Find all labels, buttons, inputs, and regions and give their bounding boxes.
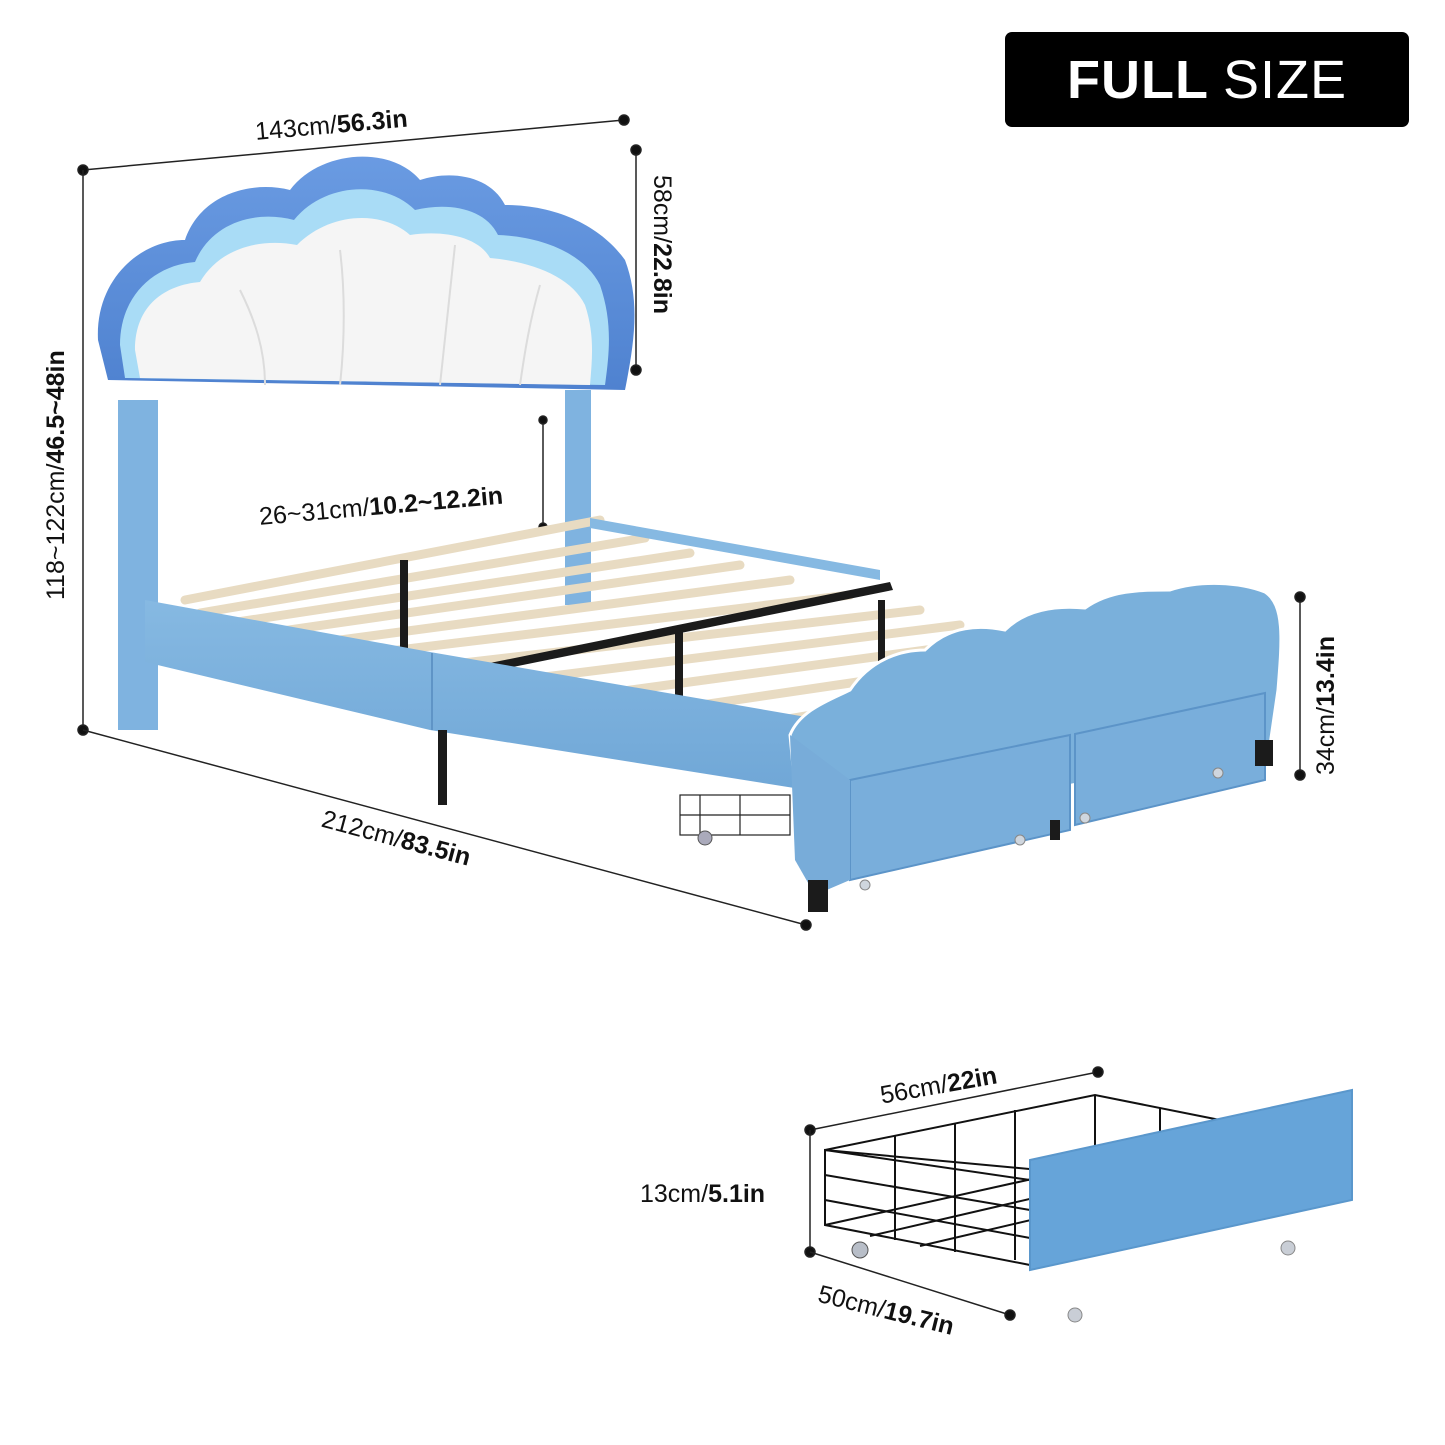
drawer-front [1029, 1088, 1353, 1272]
size-badge-bold: FULL [1067, 49, 1209, 110]
headboard-cushion [135, 218, 593, 385]
width-cm: 143cm/ [254, 110, 339, 146]
footboard-height-in: 13.4in [1312, 636, 1340, 707]
side-rail [145, 600, 870, 800]
size-badge-light: SIZE [1222, 49, 1347, 110]
size-badge: FULL SIZE [1005, 32, 1409, 127]
dimension-lines [77, 114, 1306, 1321]
footboard-drawers [849, 691, 1266, 882]
total-height-in: 46.5~48in [42, 350, 70, 464]
drawer-dimension-height: 13cm/5.1in [640, 1180, 765, 1209]
drawer-height-in: 5.1in [708, 1180, 766, 1208]
dimension-total-height: 118~122cm/46.5~48in [42, 350, 71, 600]
dimension-headboard-height: 58cm/22.8in [647, 175, 676, 314]
support-rails [400, 560, 893, 720]
total-height-cm: 118~122cm/ [42, 463, 70, 600]
drawer-illustration [824, 1088, 1353, 1323]
headboard-height-in: 22.8in [648, 243, 676, 314]
width-in: 56.3in [335, 104, 409, 139]
drawer-height-cm: 13cm/ [640, 1180, 709, 1208]
headboard-leg-left [118, 400, 158, 730]
footboard-height-cm: 34cm/ [1312, 706, 1340, 775]
headboard-height-cm: 58cm/ [648, 175, 676, 244]
dimension-footboard-height: 34cm/13.4in [1312, 636, 1341, 775]
